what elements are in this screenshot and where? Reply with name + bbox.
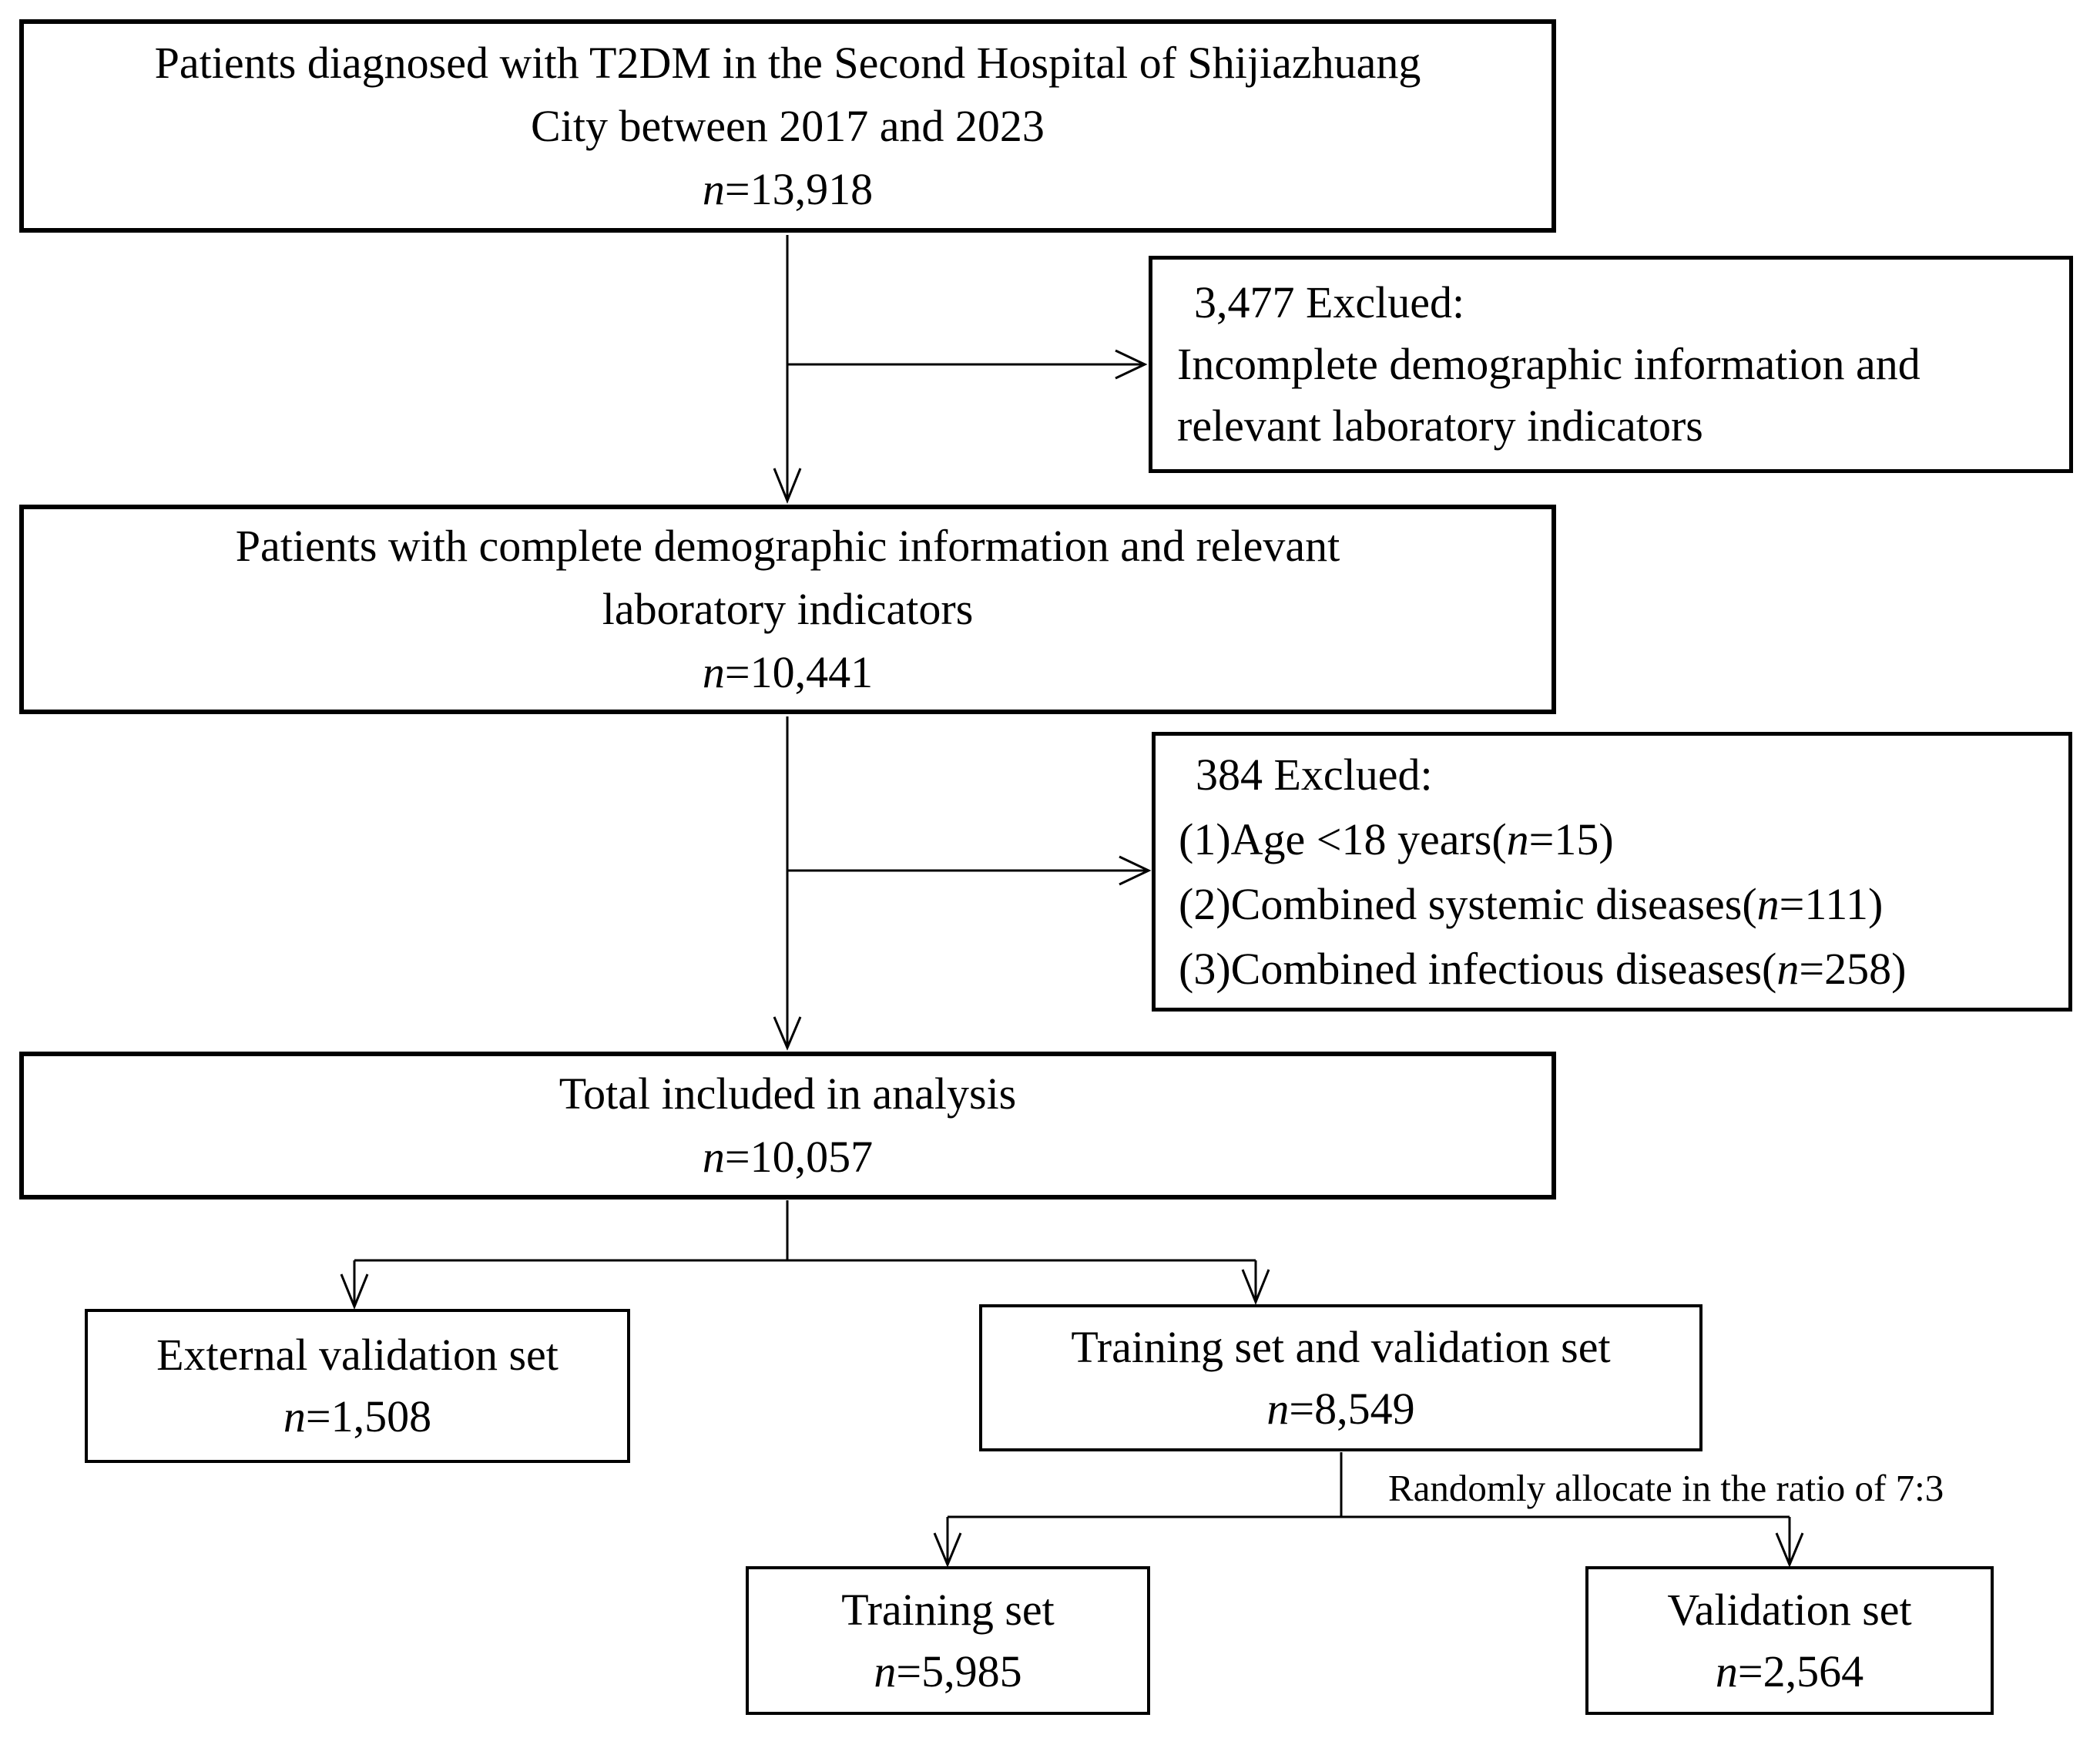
node-line: Total included in analysis <box>559 1069 1017 1119</box>
node-line: n=10,441 <box>702 647 874 697</box>
node-line: n=5,985 <box>874 1646 1022 1696</box>
node-line: n=1,508 <box>283 1391 432 1441</box>
connector-total-split <box>340 1200 1270 1310</box>
node-line: Patients diagnosed with T2DM in the Seco… <box>154 37 1421 88</box>
connector-allocation-split <box>933 1452 1804 1568</box>
node-source-population: Patients diagnosed with T2DM in the Seco… <box>19 19 1556 233</box>
node-line: Training set <box>841 1584 1055 1635</box>
node-line: Training set and validation set <box>1071 1321 1611 1372</box>
node-external-validation: External validation set n=1,508 <box>85 1309 630 1463</box>
node-line: n=10,057 <box>702 1132 874 1182</box>
node-line: Validation set <box>1667 1584 1912 1635</box>
node-line: (3)Combined infectious diseases(n=258) <box>1179 943 1907 994</box>
node-line: n=13,918 <box>702 163 874 214</box>
connector-complete-to-total <box>773 716 802 1051</box>
node-training: Training set n=5,985 <box>746 1566 1150 1715</box>
node-training-validation: Training set and validation set n=8,549 <box>979 1304 1702 1451</box>
allocation-ratio-label: Randomly allocate in the ratio of 7:3 <box>1388 1467 1944 1509</box>
node-line: Patients with complete demographic infor… <box>235 521 1340 571</box>
node-complete-data: Patients with complete demographic infor… <box>19 505 1556 714</box>
connector-to-excluded-first <box>787 349 1148 380</box>
node-line: n=2,564 <box>1715 1646 1864 1696</box>
connector-source-to-complete <box>773 235 802 504</box>
node-line: relevant laboratory indicators <box>1177 401 1703 451</box>
node-excluded-second: 384 Exclued: (1)Age <18 years(n=15) (2)C… <box>1152 732 2072 1012</box>
node-line: 3,477 Exclued: <box>1194 277 1465 327</box>
node-line: City between 2017 and 2023 <box>531 100 1045 151</box>
node-line: (1)Age <18 years(n=15) <box>1179 814 1614 864</box>
node-line: Incomplete demographic information and <box>1177 339 1921 389</box>
connector-to-excluded-second <box>787 855 1152 886</box>
node-excluded-first: 3,477 Exclued: Incomplete demographic in… <box>1149 256 2073 473</box>
node-line: laboratory indicators <box>602 584 974 634</box>
node-total-included: Total included in analysis n=10,057 <box>19 1052 1556 1199</box>
node-validation: Validation set n=2,564 <box>1585 1566 1994 1715</box>
node-line: (2)Combined systemic diseases(n=111) <box>1179 878 1884 929</box>
node-line: 384 Exclued: <box>1196 749 1433 800</box>
node-line: n=8,549 <box>1266 1383 1415 1434</box>
node-line: External validation set <box>156 1330 559 1380</box>
